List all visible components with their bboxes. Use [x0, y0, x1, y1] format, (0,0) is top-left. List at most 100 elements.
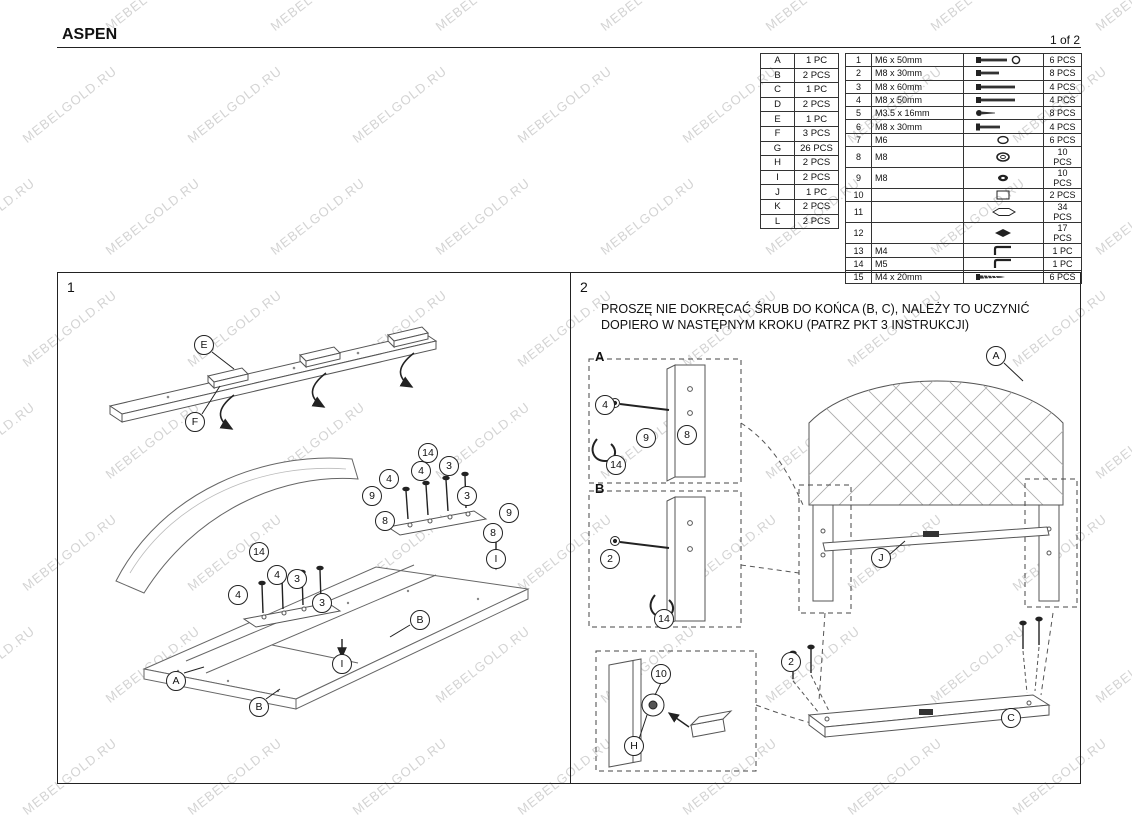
- page-title: ASPEN: [62, 26, 118, 43]
- part-qty: 2 PCS: [794, 96, 839, 113]
- part-qty: 1 PC: [794, 111, 839, 127]
- watermark-text: MEBELGOLD.RU: [1092, 175, 1132, 258]
- part-id: L: [760, 213, 795, 230]
- hardware-num: 5: [845, 106, 872, 121]
- callout-8: 8: [375, 511, 395, 531]
- part-qty: 2 PCS: [794, 155, 839, 171]
- dowel-icon: [963, 201, 1044, 224]
- part-qty: 2 PCS: [794, 169, 839, 186]
- step-1-number: 1: [67, 279, 75, 295]
- hardware-qty: 2 PCS: [1043, 188, 1082, 203]
- watermark-text: MEBELGOLD.RU: [184, 63, 285, 146]
- watermark-text: MEBELGOLD.RU: [268, 0, 368, 34]
- instruction-main-box: 1: [57, 272, 1081, 784]
- callout-14: 14: [418, 443, 438, 463]
- callout-I: I: [332, 654, 352, 674]
- part-qty: 1 PC: [794, 184, 839, 200]
- hardware-qty: 10 PCS: [1043, 146, 1082, 169]
- callout-9: 9: [499, 503, 519, 523]
- part-qty: 1 PC: [794, 82, 839, 98]
- screw-icon: [963, 269, 1044, 285]
- callout-3: 3: [287, 569, 307, 589]
- callout-A: A: [166, 671, 186, 691]
- hardware-desc: [871, 222, 964, 245]
- callout-A: A: [986, 346, 1006, 366]
- hardware-qty: 4 PCS: [1043, 92, 1082, 108]
- watermark-text: MEBELGOLD.RU: [0, 623, 38, 706]
- callout-4: 4: [595, 395, 615, 415]
- hardware-desc: M5: [871, 256, 964, 271]
- step-2-note: PROSZĘ NIE DOKRĘCAĆ ŚRUB DO KOŃCA (B, C)…: [601, 301, 1030, 333]
- callout-2: 2: [781, 652, 801, 672]
- callout-C: C: [1001, 708, 1021, 728]
- hardware-desc: [871, 188, 964, 203]
- bolt-flat-icon: [963, 119, 1044, 134]
- part-qty: 3 PCS: [794, 125, 839, 142]
- inset-a-label: A: [595, 349, 605, 364]
- step-1-panel: 1: [58, 273, 571, 783]
- note-line-2: DOPIERO W NASTĘPNYM KROKU (PATRZ PKT 3 I…: [601, 318, 970, 332]
- watermark-text: MEBELGOLD.RU: [514, 63, 615, 146]
- callout-14: 14: [654, 609, 674, 629]
- hardware-num: 9: [845, 167, 872, 190]
- part-id: I: [760, 169, 795, 186]
- callout-10: 10: [651, 664, 671, 684]
- step2-diagram: [588, 358, 1078, 772]
- nut-icon: [963, 132, 1044, 148]
- part-id: G: [760, 140, 795, 157]
- hardware-qty: 6 PCS: [1043, 52, 1082, 68]
- bolt-icon: [963, 66, 1044, 81]
- watermark-text: MEBELGOLD.RU: [597, 175, 698, 258]
- callout-4: 4: [267, 565, 287, 585]
- hardware-desc: M8 x 60mm: [871, 79, 964, 94]
- watermark-text: MEBELGOLD.RU: [0, 0, 38, 34]
- part-id: B: [760, 67, 795, 84]
- allen-key-icon: [963, 256, 1044, 271]
- watermark-text: MEBELGOLD.RU: [102, 175, 203, 258]
- bolt-washer-icon: [963, 52, 1044, 68]
- hardware-desc: M4: [871, 243, 964, 258]
- hardware-qty: 1 PC: [1043, 243, 1082, 258]
- note-line-1: PROSZĘ NIE DOKRĘCAĆ ŚRUB DO KOŃCA (B, C)…: [601, 302, 1030, 316]
- hardware-num: 6: [845, 119, 872, 134]
- bracket-icon: [963, 188, 1044, 203]
- callout-14: 14: [249, 542, 269, 562]
- hardware-desc: M4 x 20mm: [871, 269, 964, 285]
- hardware-qty: 34 PCS: [1043, 201, 1082, 224]
- hardware-num: 14: [845, 256, 872, 271]
- hardware-qty: 6 PCS: [1043, 132, 1082, 148]
- hardware-qty: 4 PCS: [1043, 119, 1082, 134]
- watermark-text: MEBELGOLD.RU: [432, 175, 533, 258]
- screw-small-icon: [963, 106, 1044, 121]
- callout-3: 3: [439, 456, 459, 476]
- hardware-num: 8: [845, 146, 872, 169]
- part-qty: 26 PCS: [794, 140, 839, 157]
- hardware-desc: M6: [871, 132, 964, 148]
- step-2-panel: 2 PROSZĘ NIE DOKRĘCAĆ ŚRUB DO KOŃCA (B, …: [571, 273, 1080, 783]
- hardware-desc: M8: [871, 146, 964, 169]
- part-id: C: [760, 82, 795, 98]
- watermark-text: MEBELGOLD.RU: [0, 175, 38, 258]
- hardware-desc: M8 x 30mm: [871, 66, 964, 81]
- step-2-number: 2: [580, 279, 588, 295]
